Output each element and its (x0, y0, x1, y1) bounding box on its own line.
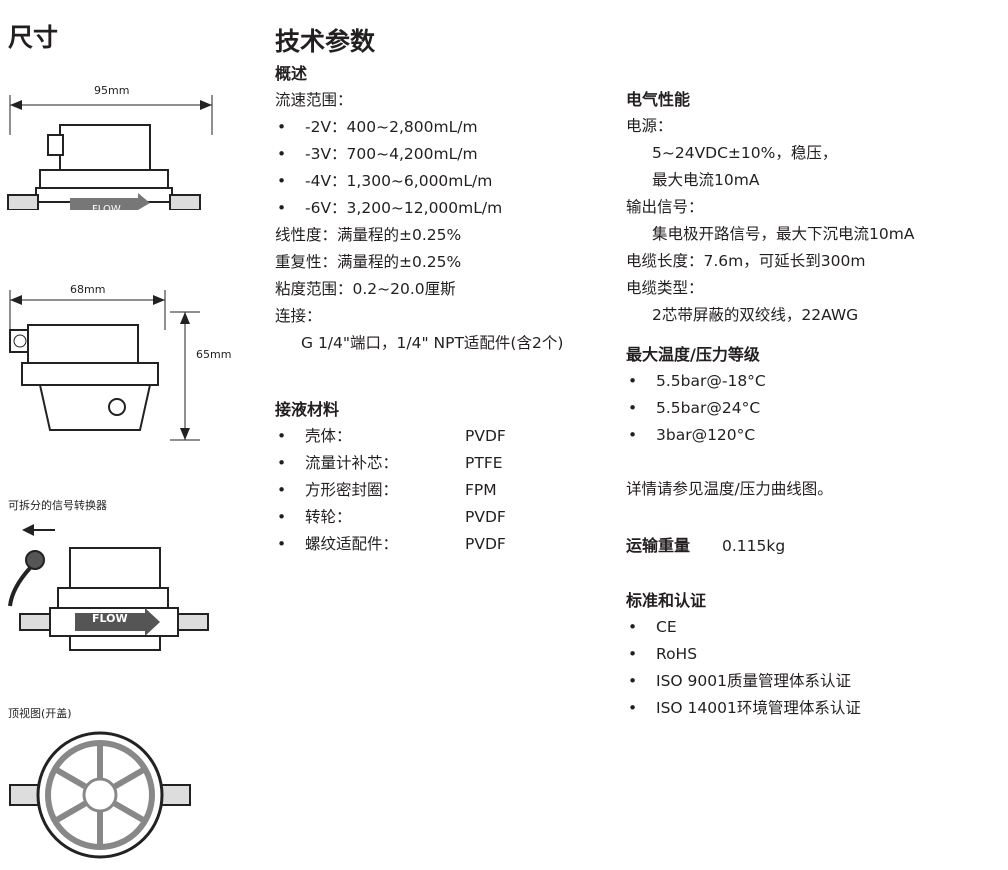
rating-item: 5.5bar@24°C (626, 395, 766, 422)
flow-range-label: 流速范围： (275, 91, 353, 109)
tech-title: 技术参数 (275, 27, 376, 56)
converter-drawing (8, 524, 209, 651)
material-value: PTFE (465, 454, 503, 472)
side-view-drawing (9, 290, 200, 441)
material-row: 螺纹适配件： PVDF (275, 531, 506, 558)
repeatability: 重复性：满量程的±0.25% (275, 253, 462, 271)
flow-range-item: -6V：3,200~12,000mL/m (275, 195, 563, 222)
height-dimension-label: 65mm (196, 348, 232, 361)
wetted-heading: 接液材料 (275, 400, 340, 419)
power-value-line2: 最大电流10mA (652, 171, 760, 189)
material-part: 流量计补芯： (305, 454, 399, 472)
connection-label: 连接： (275, 307, 322, 325)
top-view-drawing (9, 731, 191, 859)
material-value: PVDF (465, 427, 506, 445)
cable-length: 电缆长度：7.6m，可延长到300m (626, 252, 866, 270)
material-part: 转轮： (305, 508, 352, 526)
connection-value: G 1/4"端口，1/4" NPT适配件(含2个) (301, 334, 564, 352)
material-value: FPM (465, 481, 497, 499)
flow-range-item: -2V：400~2,800mL/m (275, 114, 563, 141)
flow-range-item: -3V：700~4,200mL/m (275, 141, 563, 168)
power-value-line1: 5~24VDC±10%，稳压， (652, 144, 838, 162)
material-row: 转轮： PVDF (275, 504, 506, 531)
shipping-weight: 运输重量 0.115kg (626, 532, 785, 560)
standard-item: ISO 9001质量管理体系认证 (626, 668, 861, 695)
standard-item: ISO 14001环境管理体系认证 (626, 695, 861, 722)
cable-type-value: 2芯带屏蔽的双绞线，22AWG (652, 306, 859, 324)
linearity: 线性度：满量程的±0.25% (275, 226, 462, 244)
output-value: 集电极开路信号，最大下沉电流10mA (652, 225, 915, 243)
temp-pressure-heading: 最大温度/压力等级 (626, 345, 760, 364)
material-value: PVDF (465, 535, 506, 553)
electrical-section: 电气性能 电源： 5~24VDC±10%，稳压， 最大电流10mA 输出信号： … (626, 86, 914, 329)
material-row: 方形密封圈： FPM (275, 477, 506, 504)
shipping-weight-value: 0.115kg (722, 537, 786, 555)
top-view-caption: 顶视图(开盖) (8, 707, 72, 720)
width-dimension-label: 95mm (94, 84, 130, 97)
shipping-weight-label: 运输重量 (626, 536, 691, 555)
material-value: PVDF (465, 508, 506, 526)
wetted-materials-section: 接液材料 壳体： PVDF 流量计补芯： PTFE 方形密封圈： FPM 转轮： PVD… (275, 396, 506, 558)
overview-heading: 概述 (275, 64, 308, 83)
rating-item: 3bar@120°C (626, 422, 766, 449)
power-label: 电源： (626, 117, 673, 135)
flow-range-item: -4V：1,300~6,000mL/m (275, 168, 563, 195)
dimensions-title: 尺寸 (8, 23, 59, 52)
converter-flow-label: FLOW (92, 612, 128, 625)
side-width-dimension-label: 68mm (70, 283, 106, 296)
flow-label: FLOW (92, 204, 121, 215)
material-part: 壳体： (305, 427, 352, 445)
viscosity: 粘度范围：0.2~20.0厘斯 (275, 280, 456, 298)
output-label: 输出信号： (626, 198, 704, 216)
standard-item: RoHS (626, 641, 861, 668)
cable-type-label: 电缆类型： (626, 279, 704, 297)
front-view-drawing (7, 95, 213, 210)
material-part: 方形密封圈： (305, 481, 399, 499)
rating-item: 5.5bar@-18°C (626, 368, 766, 395)
temp-pressure-note: 详情请参见温度/压力曲线图。 (626, 480, 833, 498)
standards-heading: 标准和认证 (626, 591, 707, 610)
electrical-heading: 电气性能 (626, 90, 691, 109)
temp-pressure-section: 最大温度/压力等级 5.5bar@-18°C 5.5bar@24°C 3bar@… (626, 341, 766, 449)
material-part: 螺纹适配件： (305, 535, 399, 553)
material-row: 流量计补芯： PTFE (275, 450, 506, 477)
material-row: 壳体： PVDF (275, 423, 506, 450)
converter-caption: 可拆分的信号转换器 (8, 499, 107, 512)
standards-section: 标准和认证 CE RoHS ISO 9001质量管理体系认证 ISO 14001… (626, 587, 861, 722)
standard-item: CE (626, 614, 861, 641)
overview-section: 概述 流速范围： -2V：400~2,800mL/m -3V：700~4,200… (275, 60, 563, 357)
